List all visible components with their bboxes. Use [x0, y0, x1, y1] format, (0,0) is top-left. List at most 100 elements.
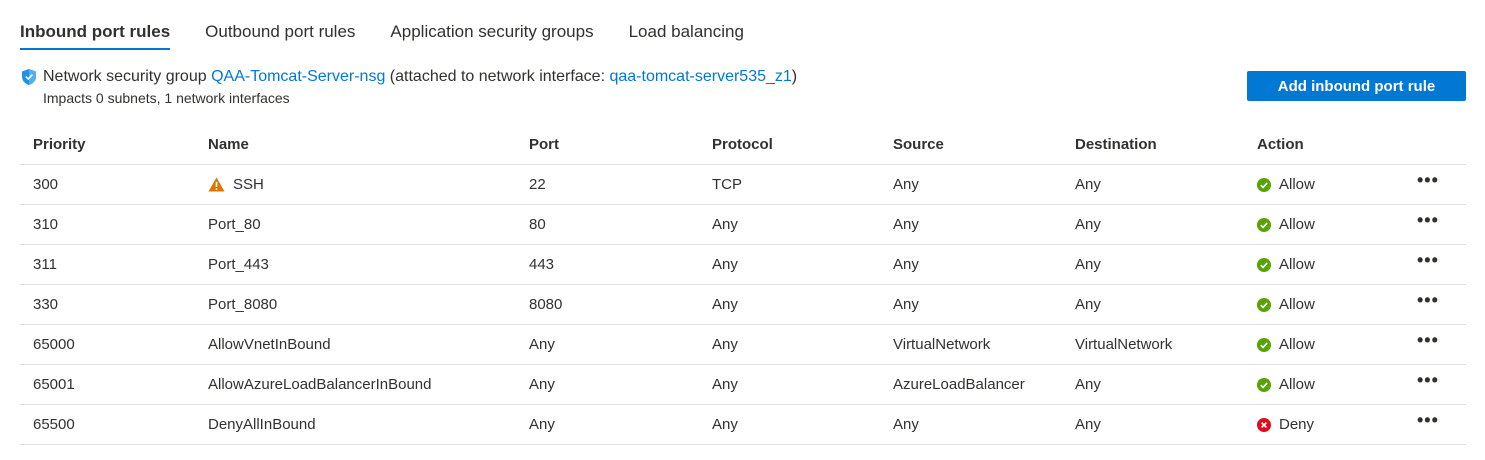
nsg-name-link[interactable]: QAA-Tomcat-Server-nsg	[211, 68, 386, 85]
cell-source: Any	[880, 164, 1062, 205]
allow-check-icon	[1257, 377, 1271, 392]
action-label: Allow	[1279, 216, 1315, 233]
cell-priority: 310	[20, 204, 195, 245]
more-actions-icon[interactable]: •••	[1417, 290, 1439, 310]
table-row[interactable]: 330 Port_8080 8080 Any Any Any Allow •••	[20, 284, 1466, 325]
cell-protocol: Any	[699, 404, 880, 445]
cell-action: Allow	[1244, 164, 1404, 205]
table-row[interactable]: 65500 DenyAllInBound Any Any Any Any Den…	[20, 404, 1466, 445]
cell-protocol: Any	[699, 204, 880, 245]
table-row[interactable]: 300 SSH 22 TCP Any Any Allow •••	[20, 164, 1466, 205]
cell-action: Deny	[1244, 404, 1404, 445]
rule-name-label[interactable]: AllowAzureLoadBalancerInBound	[208, 376, 432, 393]
cell-name: Port_443	[195, 244, 516, 285]
cell-source: AzureLoadBalancer	[880, 364, 1062, 405]
cell-more: •••	[1404, 244, 1466, 285]
tab-outbound-port-rules[interactable]: Outbound port rules	[205, 22, 356, 41]
header-source[interactable]: Source	[880, 124, 1062, 165]
cell-protocol: Any	[699, 324, 880, 365]
cell-more: •••	[1404, 164, 1466, 205]
cell-priority: 300	[20, 164, 195, 205]
header-name[interactable]: Name	[195, 124, 516, 165]
cell-destination: Any	[1062, 404, 1244, 445]
network-interface-link[interactable]: qaa-tomcat-server535_z1	[609, 68, 792, 85]
header-protocol[interactable]: Protocol	[699, 124, 880, 165]
table-header-row: Priority Name Port Protocol Source Desti…	[20, 124, 1466, 165]
cell-source: Any	[880, 244, 1062, 285]
header-priority[interactable]: Priority	[20, 124, 195, 165]
cell-source: Any	[880, 204, 1062, 245]
action-label: Allow	[1279, 256, 1315, 273]
nsg-attached-suffix: )	[791, 68, 798, 85]
cell-name: SSH	[195, 164, 516, 205]
more-actions-icon[interactable]: •••	[1417, 210, 1439, 230]
cell-name: DenyAllInBound	[195, 404, 516, 445]
nsg-prefix: Network security group	[43, 68, 207, 85]
nsg-attached-prefix: (attached to network interface:	[389, 68, 606, 85]
header-destination[interactable]: Destination	[1062, 124, 1244, 165]
tab-bar: Inbound port rules Outbound port rules A…	[20, 18, 779, 54]
cell-name: AllowAzureLoadBalancerInBound	[195, 364, 516, 405]
cell-port: 443	[516, 244, 699, 285]
allow-check-icon	[1257, 297, 1271, 312]
table-row[interactable]: 65000 AllowVnetInBound Any Any VirtualNe…	[20, 324, 1466, 365]
action-label: Deny	[1279, 416, 1315, 433]
allow-check-icon	[1257, 177, 1271, 192]
cell-priority: 65500	[20, 404, 195, 445]
cell-destination: Any	[1062, 164, 1244, 205]
cell-priority: 330	[20, 284, 195, 325]
cell-more: •••	[1404, 404, 1466, 445]
action-label: Allow	[1279, 336, 1315, 353]
nsg-impacts: Impacts 0 subnets, 1 network interfaces	[43, 90, 290, 106]
cell-port: 80	[516, 204, 699, 245]
more-actions-icon[interactable]: •••	[1417, 170, 1439, 190]
more-actions-icon[interactable]: •••	[1417, 250, 1439, 270]
rule-name-label[interactable]: AllowVnetInBound	[208, 336, 331, 353]
allow-check-icon	[1257, 217, 1271, 232]
cell-action: Allow	[1244, 364, 1404, 405]
header-action[interactable]: Action	[1244, 124, 1404, 165]
cell-port: Any	[516, 404, 699, 445]
table-row[interactable]: 310 Port_80 80 Any Any Any Allow •••	[20, 204, 1466, 245]
cell-destination: Any	[1062, 364, 1244, 405]
allow-check-icon	[1257, 337, 1271, 352]
cell-action: Allow	[1244, 284, 1404, 325]
rule-name-label[interactable]: Port_80	[208, 216, 261, 233]
cell-protocol: Any	[699, 244, 880, 285]
action-label: Allow	[1279, 296, 1315, 313]
rule-name-label[interactable]: SSH	[233, 176, 264, 193]
table-row[interactable]: 311 Port_443 443 Any Any Any Allow •••	[20, 244, 1466, 285]
cell-action: Allow	[1244, 244, 1404, 285]
cell-port: Any	[516, 324, 699, 365]
cell-more: •••	[1404, 204, 1466, 245]
add-inbound-port-rule-button[interactable]: Add inbound port rule	[1247, 71, 1466, 101]
rule-name-label[interactable]: Port_8080	[208, 296, 278, 313]
shield-icon	[20, 68, 38, 86]
more-actions-icon[interactable]: •••	[1417, 330, 1439, 350]
rule-name-label[interactable]: DenyAllInBound	[208, 416, 316, 433]
cell-name: Port_80	[195, 204, 516, 245]
inbound-rules-table: Priority Name Port Protocol Source Desti…	[20, 124, 1466, 445]
cell-priority: 65000	[20, 324, 195, 365]
deny-x-icon	[1257, 417, 1271, 432]
cell-protocol: Any	[699, 284, 880, 325]
nsg-line: Network security group QAA-Tomcat-Server…	[20, 68, 797, 86]
action-label: Allow	[1279, 376, 1315, 393]
cell-action: Allow	[1244, 324, 1404, 365]
nsg-info: Network security group QAA-Tomcat-Server…	[20, 68, 797, 106]
cell-more: •••	[1404, 324, 1466, 365]
cell-name: Port_8080	[195, 284, 516, 325]
tab-application-security-groups[interactable]: Application security groups	[390, 22, 594, 41]
cell-protocol: TCP	[699, 164, 880, 205]
table-row[interactable]: 65001 AllowAzureLoadBalancerInBound Any …	[20, 364, 1466, 405]
tab-inbound-port-rules[interactable]: Inbound port rules	[20, 18, 171, 50]
cell-more: •••	[1404, 364, 1466, 405]
tab-load-balancing[interactable]: Load balancing	[628, 22, 744, 41]
cell-source: Any	[880, 284, 1062, 325]
cell-destination: Any	[1062, 244, 1244, 285]
more-actions-icon[interactable]: •••	[1417, 410, 1439, 430]
more-actions-icon[interactable]: •••	[1417, 370, 1439, 390]
header-port[interactable]: Port	[516, 124, 699, 165]
rule-name-label[interactable]: Port_443	[208, 256, 269, 273]
cell-port: 8080	[516, 284, 699, 325]
